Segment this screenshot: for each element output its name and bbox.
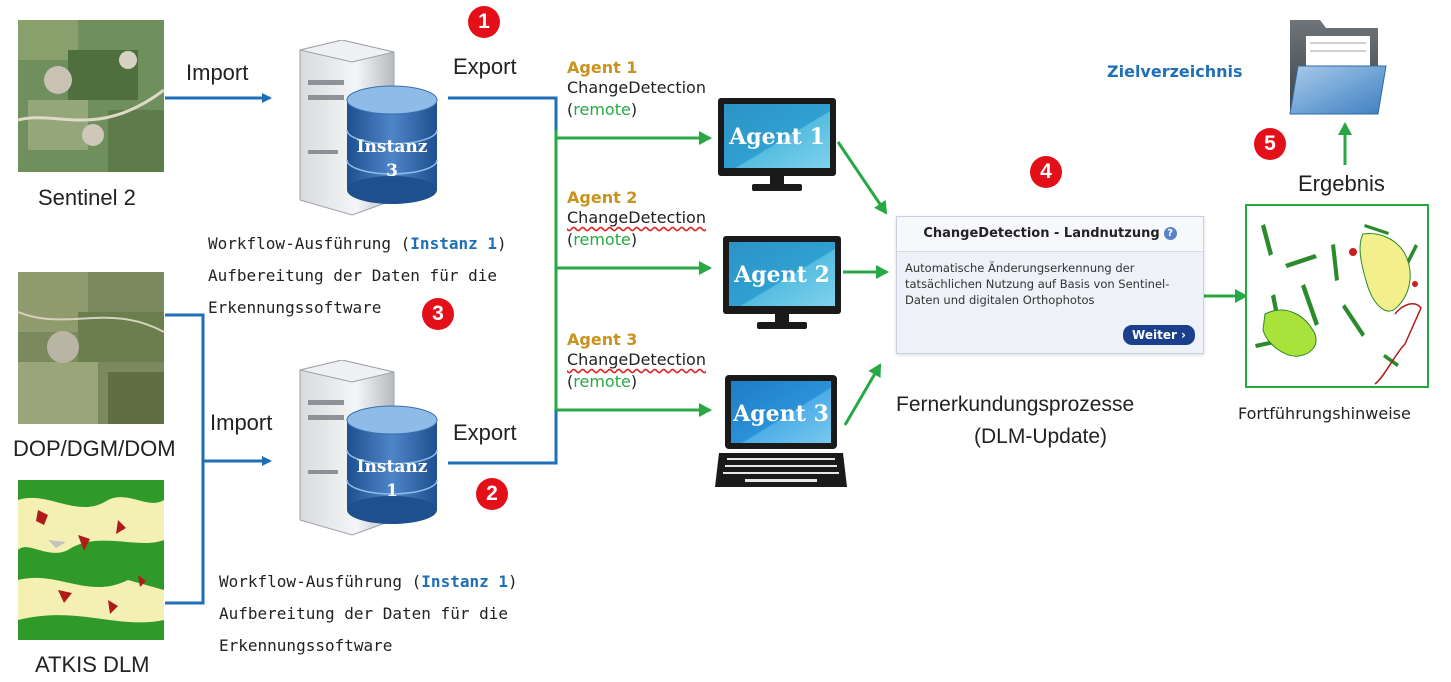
step-badge-5: 5 <box>1254 128 1286 160</box>
step-badge-1: 1 <box>468 6 500 38</box>
workflow-top-instanz: Instanz 1 <box>410 234 497 253</box>
agent-3-task: ChangeDetection <box>567 350 706 369</box>
agent-1-open: ( <box>567 100 574 119</box>
instanz-number-top: 3 <box>386 161 398 181</box>
agent-3-mode: remote <box>573 372 631 391</box>
monitor-icon-agent-2: Agent 2 <box>723 236 841 329</box>
export-label-top: Export <box>453 54 517 79</box>
dop-image <box>18 272 164 424</box>
server-icon-bottom: Instanz 1 <box>299 360 438 536</box>
agent-label-1: Agent 1 ChangeDetection (remote) <box>567 58 706 121</box>
atkis-label: ATKIS DLM <box>35 652 150 677</box>
agent-1-title: Agent 1 <box>567 58 638 77</box>
agent-1-mode: remote <box>573 100 631 119</box>
workflow-bottom-prefix: Workflow-Ausführung ( <box>219 572 422 591</box>
agent-label-3: Agent 3 ChangeDetection (remote) <box>567 330 706 393</box>
workflow-bottom-instanz: Instanz 1 <box>421 572 508 591</box>
agent-1-task: ChangeDetection <box>567 78 706 97</box>
card-title: ChangeDetection - Landnutzung <box>923 226 1160 241</box>
agent-2-mode: remote <box>573 230 631 249</box>
target-directory-label: Zielverzeichnis <box>1107 62 1243 81</box>
workflow-top-line3: Erkennungssoftware <box>208 298 382 317</box>
agent-3-screen-label: Agent 3 <box>732 401 829 427</box>
agent-2-screen-label: Agent 2 <box>733 262 830 288</box>
process-label-line1: Fernerkundungsprozesse <box>896 393 1135 416</box>
agent-1-screen-label: Agent 1 <box>728 124 825 150</box>
folder-icon <box>1289 20 1387 115</box>
agent-2-task: ChangeDetection <box>567 208 706 227</box>
instanz-number-bottom: 1 <box>386 481 398 501</box>
workflow-top-line2: Aufbereitung der Daten für die <box>208 266 497 285</box>
agent-3-close: ) <box>630 372 638 391</box>
workflow-top-suffix: ) <box>497 234 507 253</box>
export-line-top <box>448 96 558 130</box>
instanz-label-bottom: Instanz <box>357 457 428 477</box>
atkis-image <box>18 480 164 640</box>
agent3-to-card-arrow <box>843 363 882 426</box>
weiter-button[interactable]: Weiter › <box>1123 325 1195 345</box>
export-label-bottom: Export <box>453 420 517 445</box>
step-badge-4: 4 <box>1030 156 1062 188</box>
agent-label-2: Agent 2 ChangeDetection (remote) <box>567 188 706 251</box>
monitor-icon-agent-1: Agent 1 <box>718 98 836 191</box>
laptop-icon-agent-3: Agent 3 <box>715 375 847 487</box>
agent-2-open: ( <box>567 230 574 249</box>
workflow-top-prefix: Workflow-Ausführung ( <box>208 234 411 253</box>
instanz-label-top: Instanz <box>357 137 428 157</box>
step-badge-2: 2 <box>476 478 508 510</box>
sentinel-label: Sentinel 2 <box>38 185 136 210</box>
import-label-bottom: Import <box>210 410 273 435</box>
input-bracket <box>165 313 205 605</box>
changedetection-card: ChangeDetection - Landnutzung? Automatis… <box>896 216 1204 354</box>
result-caption: Fortführungshinweise <box>1238 404 1411 423</box>
agent-2-title: Agent 2 <box>567 188 638 207</box>
sentinel-image <box>18 20 164 172</box>
result-label: Ergebnis <box>1298 171 1385 196</box>
server-icon-top: Instanz 3 <box>299 40 438 216</box>
agent-3-title: Agent 3 <box>567 330 638 349</box>
card-description: Automatische Änderungserkennung der tats… <box>905 261 1170 307</box>
help-icon[interactable]: ? <box>1163 227 1177 240</box>
card-header: ChangeDetection - Landnutzung? <box>897 217 1203 252</box>
agent-2-close: ) <box>630 230 638 249</box>
export-line-bottom <box>448 410 558 465</box>
agent-3-open: ( <box>567 372 574 391</box>
agent-1-close: ) <box>630 100 638 119</box>
workflow-text-bottom: Workflow-Ausführung (Instanz 1) Aufberei… <box>219 566 518 662</box>
workflow-bottom-line2: Aufbereitung der Daten für die <box>219 604 508 623</box>
process-label-line2: (DLM-Update) <box>974 425 1108 448</box>
workflow-text-top: Workflow-Ausführung (Instanz 1) Aufberei… <box>208 228 507 324</box>
step-badge-3: 3 <box>422 298 454 330</box>
import-label-top: Import <box>186 60 249 85</box>
agent1-to-card-arrow <box>836 141 888 215</box>
workflow-bottom-suffix: ) <box>508 572 518 591</box>
result-map-image <box>1245 204 1429 388</box>
dop-label: DOP/DGM/DOM <box>13 436 176 461</box>
workflow-bottom-line3: Erkennungssoftware <box>219 636 393 655</box>
